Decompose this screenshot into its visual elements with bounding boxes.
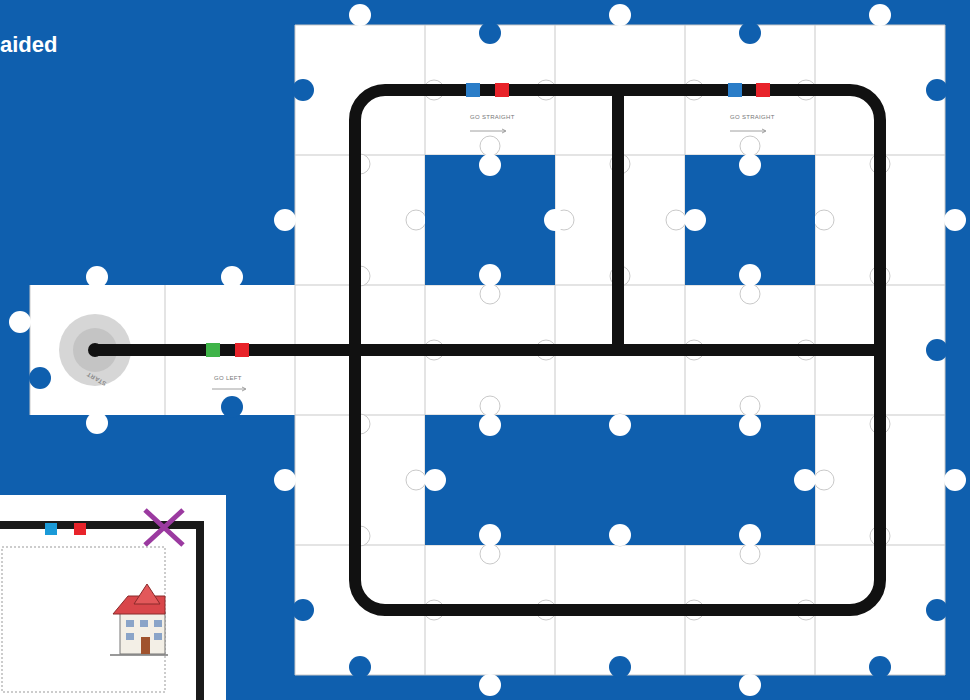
- edge-tab: [869, 656, 891, 678]
- mat-hole: [425, 415, 815, 545]
- edge-tab: [479, 674, 501, 696]
- tile-tab: [479, 154, 501, 176]
- edge-tab: [926, 339, 948, 361]
- tile-knob: [480, 544, 500, 564]
- tile-tab: [544, 209, 566, 231]
- mat-hole: [685, 155, 815, 285]
- tile-knob: [406, 210, 426, 230]
- edge-tab: [479, 22, 501, 44]
- edge-tab: [221, 396, 243, 418]
- edge-tab: [86, 412, 108, 434]
- tile-knob: [480, 284, 500, 304]
- inset-card: [0, 495, 226, 700]
- tile-knob: [814, 470, 834, 490]
- edge-tab: [944, 469, 966, 491]
- tile-knob: [740, 544, 760, 564]
- tile-tab: [739, 154, 761, 176]
- page-heading: aided: [0, 32, 57, 58]
- puzzle-mat: [9, 4, 966, 696]
- edge-tab: [609, 656, 631, 678]
- tile-knob: [666, 210, 686, 230]
- tile-tab: [479, 414, 501, 436]
- tile-knob: [740, 136, 760, 156]
- edge-tab: [29, 367, 51, 389]
- tile-knob: [740, 396, 760, 416]
- edge-tab: [221, 266, 243, 288]
- edge-tab: [274, 469, 296, 491]
- edge-tab: [292, 79, 314, 101]
- tile-seam: [30, 285, 31, 415]
- tile-knob: [740, 284, 760, 304]
- tile-tab: [479, 524, 501, 546]
- tile-tab: [609, 524, 631, 546]
- edge-tab: [349, 4, 371, 26]
- edge-tab: [9, 311, 31, 333]
- edge-tab: [926, 79, 948, 101]
- school-building: [110, 584, 168, 655]
- tile-knob: [814, 210, 834, 230]
- tile-tab: [739, 414, 761, 436]
- edge-tab: [609, 4, 631, 26]
- track-instruction: GO STRAIGHT: [470, 114, 515, 120]
- edge-tab: [292, 599, 314, 621]
- tile-knob: [480, 396, 500, 416]
- tile-knob: [480, 136, 500, 156]
- edge-tab: [944, 209, 966, 231]
- edge-tab: [739, 674, 761, 696]
- tile-tab: [794, 469, 816, 491]
- tile-tab: [739, 524, 761, 546]
- edge-tab: [274, 209, 296, 231]
- tile-tab: [739, 264, 761, 286]
- edge-tab: [869, 4, 891, 26]
- mat-hole: [425, 155, 555, 285]
- tile-tab: [609, 414, 631, 436]
- edge-tab: [739, 22, 761, 44]
- edge-tab: [926, 599, 948, 621]
- edge-tab: [86, 266, 108, 288]
- track-instruction: GO LEFT: [214, 375, 242, 381]
- tile-tab: [424, 469, 446, 491]
- tile-knob: [406, 470, 426, 490]
- track-instruction: GO STRAIGHT: [730, 114, 775, 120]
- tile-tab: [684, 209, 706, 231]
- edge-tab: [349, 656, 371, 678]
- tile-tab: [479, 264, 501, 286]
